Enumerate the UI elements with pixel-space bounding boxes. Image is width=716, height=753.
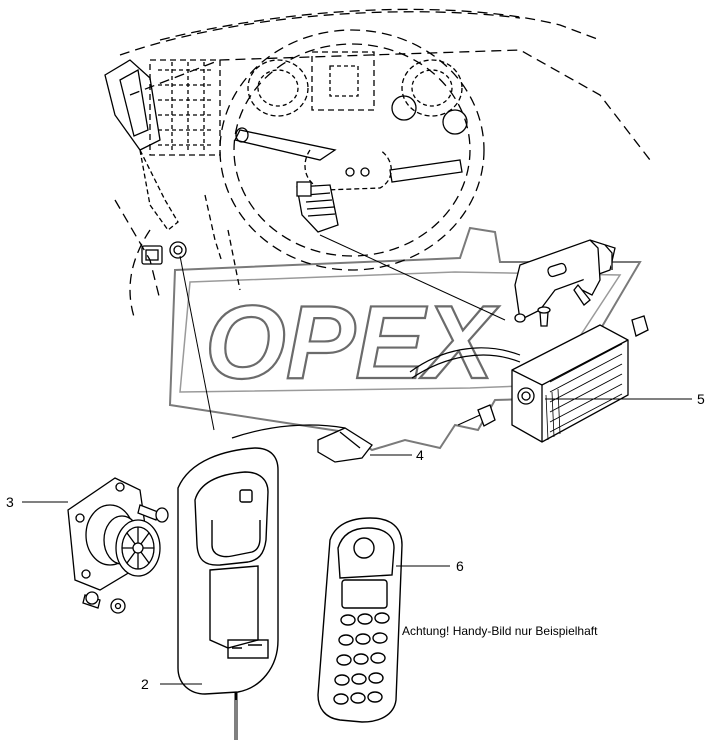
connector-plug-icon (296, 181, 339, 233)
callout-3: 3 (6, 494, 14, 510)
cable-icon (179, 234, 521, 431)
mounting-bracket-icon (514, 239, 616, 327)
amplifier-box-icon (511, 315, 649, 443)
mobile-phone-icon (317, 517, 403, 723)
callout-2: 2 (141, 676, 149, 692)
disclaimer-note: Achtung! Handy-Bild nur Beispielhaft (402, 624, 598, 638)
watermark: OPEX (168, 226, 642, 452)
antenna-foot-icon (231, 404, 496, 463)
leader-lines (22, 398, 692, 685)
callout-5: 5 (697, 391, 705, 407)
phone-holder-icon (177, 447, 279, 740)
dashboard-illustration-icon (104, 8, 651, 321)
callout-6: 6 (456, 558, 464, 574)
swivel-mount-icon (67, 477, 169, 614)
callout-4: 4 (416, 447, 424, 463)
watermark-text: OPEX (205, 285, 500, 401)
